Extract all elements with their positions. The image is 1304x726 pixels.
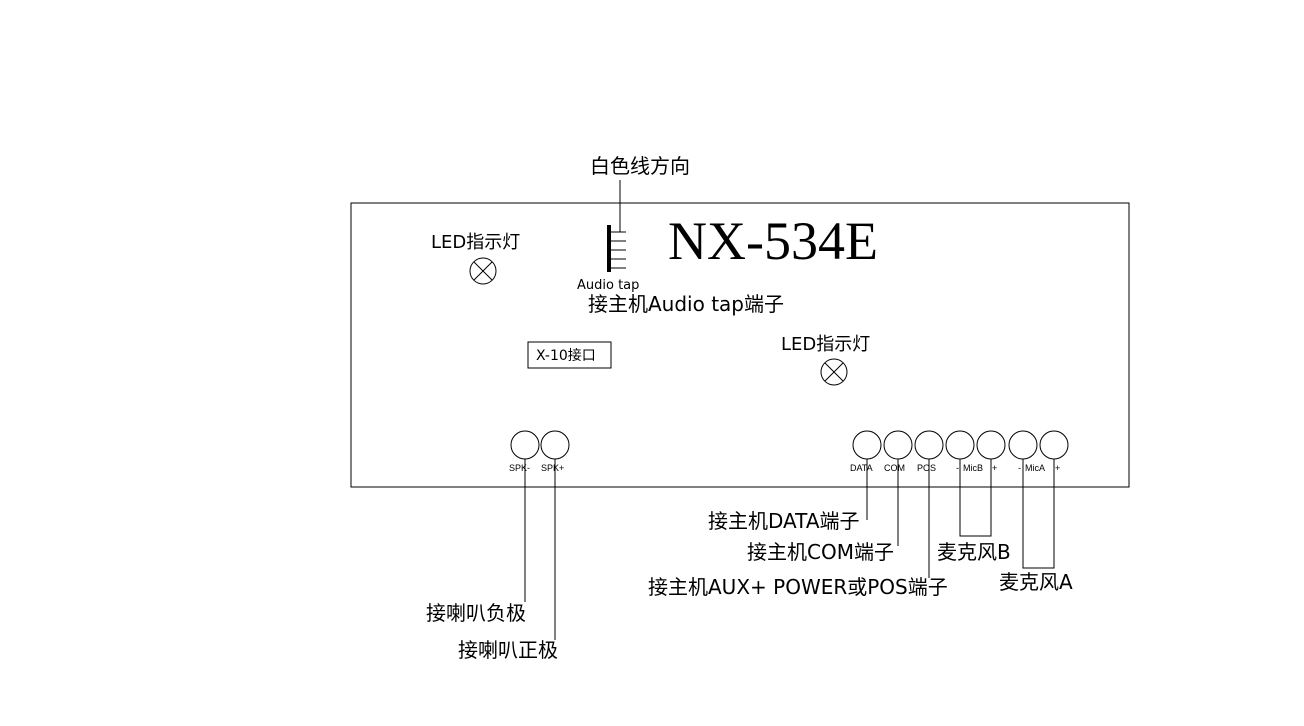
callout-mic-b: 麦克风B	[937, 540, 1011, 564]
terminal-micb-minus	[945, 430, 975, 460]
terminal-spk-plus	[540, 430, 570, 460]
terminal-spk-minus-label: SPK-	[509, 463, 530, 473]
board-outline	[350, 202, 1130, 488]
audio-tap-small-label: Audio tap	[577, 278, 639, 293]
led-right-label: LED指示灯	[781, 334, 870, 355]
terminal-spk-minus	[510, 430, 540, 460]
led-left-label: LED指示灯	[431, 232, 520, 253]
terminal-mica-label: MicA	[1025, 463, 1045, 473]
terminal-mica-minus-label: -	[1018, 463, 1021, 473]
terminal-com-label: COM	[884, 463, 905, 473]
terminal-pos	[914, 430, 944, 460]
micb-leader	[959, 459, 992, 537]
terminal-spk-plus-label: SPK+	[541, 463, 564, 473]
callout-mic-a: 麦克风A	[999, 570, 1073, 594]
callout-data: 接主机DATA端子	[708, 509, 860, 533]
terminal-com	[883, 430, 913, 460]
audio-tap-connector	[607, 225, 626, 272]
terminal-data	[852, 430, 882, 460]
terminal-micb-plus	[976, 430, 1006, 460]
callout-com: 接主机COM端子	[747, 540, 894, 564]
terminal-micb-label: MicB	[963, 463, 983, 473]
callout-pos: 接主机AUX+ POWER或POS端子	[648, 575, 948, 599]
x10-interface-label: X-10接口	[536, 347, 596, 364]
terminal-micb-plus-label: +	[992, 463, 997, 473]
model-title: NX-534E	[668, 211, 878, 271]
terminal-mica-plus	[1039, 430, 1069, 460]
callout-spk-negative: 接喇叭负极	[426, 601, 526, 625]
led-right-icon	[820, 358, 848, 386]
terminal-pos-label: POS	[917, 463, 936, 473]
callout-spk-positive: 接喇叭正极	[458, 638, 558, 662]
x10-interface-box	[527, 341, 612, 369]
audio-tap-label: 接主机Audio tap端子	[588, 292, 784, 316]
terminal-data-label: DATA	[850, 463, 873, 473]
led-left-icon	[469, 257, 497, 285]
terminal-mica-minus	[1008, 430, 1038, 460]
terminal-micb-minus-label: -	[956, 463, 959, 473]
white-wire-direction-label: 白色线方向	[590, 154, 690, 178]
mica-leader	[1022, 459, 1055, 569]
terminal-mica-plus-label: +	[1055, 463, 1060, 473]
